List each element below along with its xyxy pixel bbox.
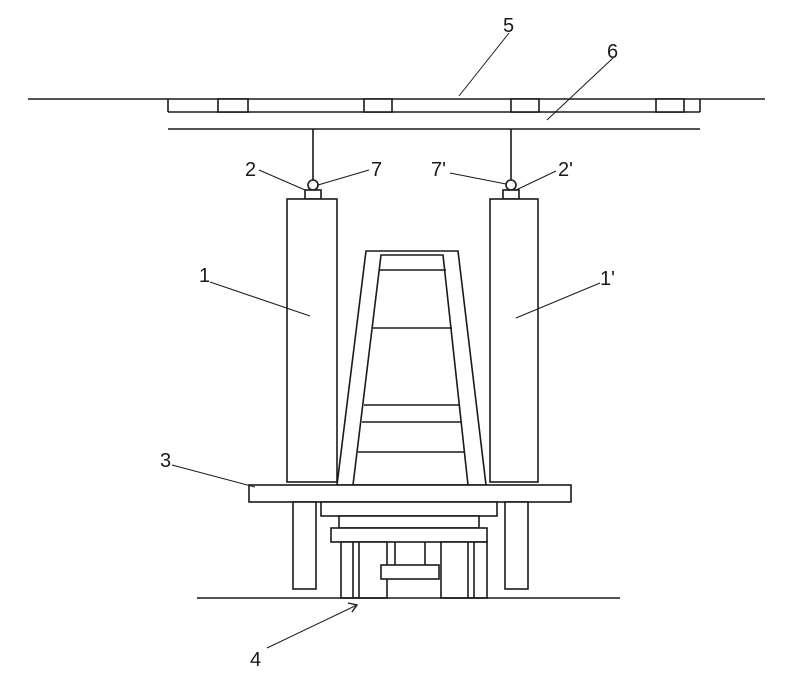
label-2: 2 xyxy=(245,159,256,181)
leader-lines xyxy=(171,32,614,649)
label-1-prime: 1' xyxy=(600,268,615,290)
undercarriage xyxy=(320,501,498,599)
connector-left xyxy=(304,179,322,200)
label-7-prime: 7' xyxy=(431,159,446,181)
label-7: 7 xyxy=(371,159,382,181)
platform xyxy=(248,484,572,503)
label-6: 6 xyxy=(607,41,618,63)
label-5: 5 xyxy=(503,15,514,37)
panel-right xyxy=(489,198,539,483)
leg-left xyxy=(292,501,317,590)
panel-left xyxy=(286,198,338,483)
a-frame xyxy=(336,250,487,486)
label-4: 4 xyxy=(250,649,261,671)
label-1: 1 xyxy=(199,265,210,287)
rail-track xyxy=(167,98,701,113)
label-3: 3 xyxy=(160,450,171,472)
leg-right xyxy=(504,501,529,590)
label-2-prime: 2' xyxy=(558,159,573,181)
